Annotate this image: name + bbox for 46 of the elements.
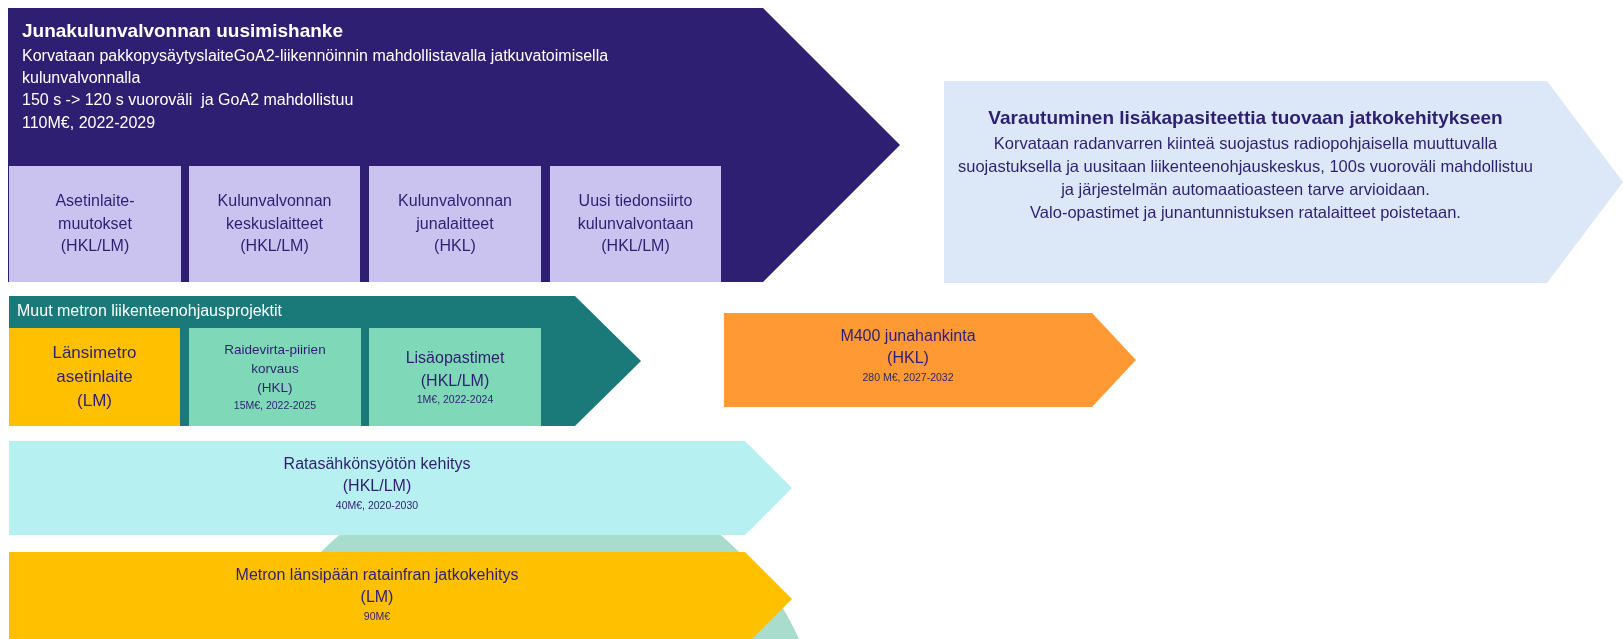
node-title: Metron länsipään ratainfran jatkokehitys xyxy=(234,565,520,585)
node-title: Junakulunvalvonnan uusimishanke xyxy=(22,19,344,43)
node-text: (HKL) xyxy=(256,379,294,398)
project-box xyxy=(550,166,721,282)
node-title: Kulunvalvonnan junalaitteet xyxy=(397,191,513,234)
project-box xyxy=(9,166,181,282)
node-text: 150 s -> 120 s vuoroväli ja GoA2 mahdollistuu xyxy=(22,90,355,111)
project-box xyxy=(9,328,180,426)
node-title: Ratasähkönsyötön kehitys xyxy=(282,454,472,474)
node-title: Uusi tiedonsiirto kulunvalvontaan xyxy=(576,191,695,234)
chevron-banner xyxy=(724,313,1136,407)
node-text: Korvataan pakkopysäytyslaiteGoA2-liikennöinnin mahdollistavalla jatkuvatoimisella kulunvalvonnalla xyxy=(22,45,610,88)
node-text: 1M€, 2022-2024 xyxy=(415,392,495,407)
node-text: (HKL) xyxy=(433,236,477,257)
node-title: Kulunvalvonnan keskuslaitteet xyxy=(216,191,333,234)
node-text: 40M€, 2020-2030 xyxy=(334,497,420,513)
chevron-banner xyxy=(9,441,792,535)
node-text: (HKL/LM) xyxy=(341,476,413,497)
node-title: Muut metron liikenteenohjausprojektit xyxy=(17,301,284,321)
node-text: (HKL/LM) xyxy=(419,370,491,391)
node-text: (HKL/LM) xyxy=(59,236,131,257)
node-text: Korvataan radanvarren kiinteä suojastus radiopohjaisella muuttuvalla suojastuksella ja uusitaan liikenteenohjauskeskus, 100s vuoroväli mahdollistuu ja järjestelmän automaatioasteen tarve arvioidaan. xyxy=(956,132,1535,200)
node-title: Raidevirta-piirien korvaus xyxy=(223,341,327,379)
chevron-banner xyxy=(944,81,1623,283)
chevron-banner xyxy=(8,8,900,282)
project-box xyxy=(369,166,541,282)
node-text: 90M€ xyxy=(362,608,392,624)
node-title: Lisäopastimet xyxy=(404,348,506,369)
node-text: 280 M€, 2027-2032 xyxy=(861,369,955,385)
node-text: (HKL/LM) xyxy=(239,236,310,257)
project-box xyxy=(189,328,361,426)
node-title: Asetinlaite-muutokset xyxy=(54,191,136,234)
node-text: 110M€, 2022-2029 xyxy=(22,112,157,133)
node-text: (HKL/LM) xyxy=(600,236,671,257)
chevron-banner xyxy=(9,552,792,639)
node-text: (LM) xyxy=(359,587,395,608)
chevron-banner xyxy=(9,296,641,426)
node-text: 15M€, 2022-2025 xyxy=(232,398,318,413)
node-text: (HKL) xyxy=(886,348,930,369)
node-title: Varautuminen lisäkapasiteettia tuovaan jatkokehitykseen xyxy=(987,106,1504,130)
node-text: Valo-opastimet ja junantunnistuksen ratalaitteet poistetaan. xyxy=(1029,201,1462,223)
project-box xyxy=(189,166,360,282)
node-title: M400 junahankinta xyxy=(839,326,977,346)
node-title: Länsimetro asetinlaite xyxy=(51,342,138,389)
node-text: (LM) xyxy=(76,389,113,412)
project-box xyxy=(369,328,541,426)
